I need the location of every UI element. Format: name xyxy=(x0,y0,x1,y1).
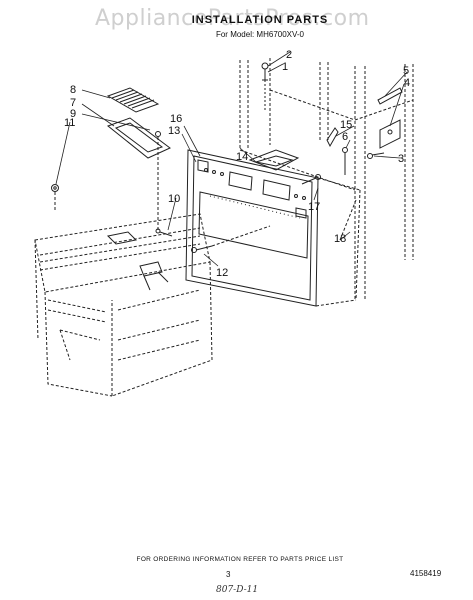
leader-lines xyxy=(55,51,408,267)
callout-5: 5 xyxy=(403,65,409,77)
callout-3: 3 xyxy=(398,153,404,165)
callout-9: 9 xyxy=(70,108,76,120)
callout-12: 12 xyxy=(216,267,228,279)
callout-4: 4 xyxy=(404,77,410,89)
handwritten-note: 807-D-11 xyxy=(216,585,259,595)
screw-17 xyxy=(301,174,321,185)
screw-12 xyxy=(191,225,271,253)
callout-11: 11 xyxy=(64,117,75,129)
oven-top-details xyxy=(106,231,169,291)
ordering-note: FOR ORDERING INFORMATION REFER TO PARTS … xyxy=(136,556,344,563)
callout-8: 8 xyxy=(70,84,76,96)
callout-15: 15 xyxy=(340,119,352,131)
screw-11 xyxy=(51,184,59,212)
wall-frame xyxy=(239,58,414,300)
page-number: 3 xyxy=(226,570,231,579)
callout-14: 14 xyxy=(236,151,248,163)
callout-7: 7 xyxy=(70,97,76,109)
callout-1: 1 xyxy=(282,61,288,73)
callout-2: 2 xyxy=(286,49,292,61)
guide-lines xyxy=(315,177,361,307)
callout-labels: 2 1 5 4 3 15 6 8 7 9 11 16 13 14 10 12 1… xyxy=(64,49,410,279)
callout-16: 16 xyxy=(170,113,182,125)
screw-1-2 xyxy=(261,62,269,110)
microwave-oven xyxy=(34,213,213,397)
callout-17: 17 xyxy=(308,201,320,213)
callout-10: 10 xyxy=(168,193,180,205)
frame-7-9 xyxy=(106,117,171,232)
callout-6: 6 xyxy=(342,131,348,143)
callout-13: 13 xyxy=(168,125,180,137)
callout-18: 18 xyxy=(334,233,346,245)
bracket-15-6 xyxy=(326,127,348,175)
diagram-title: INSTALLATION PARTS xyxy=(191,14,329,26)
mounting-plate xyxy=(185,149,319,307)
model-label: For Model: MH6700XV-0 xyxy=(215,30,305,39)
document-number: 4158419 xyxy=(410,569,442,578)
watermark: AppliancePartsPros.com xyxy=(95,6,370,31)
mounting-bracket-4-5 xyxy=(367,87,403,159)
grille-filter-8 xyxy=(106,87,160,113)
